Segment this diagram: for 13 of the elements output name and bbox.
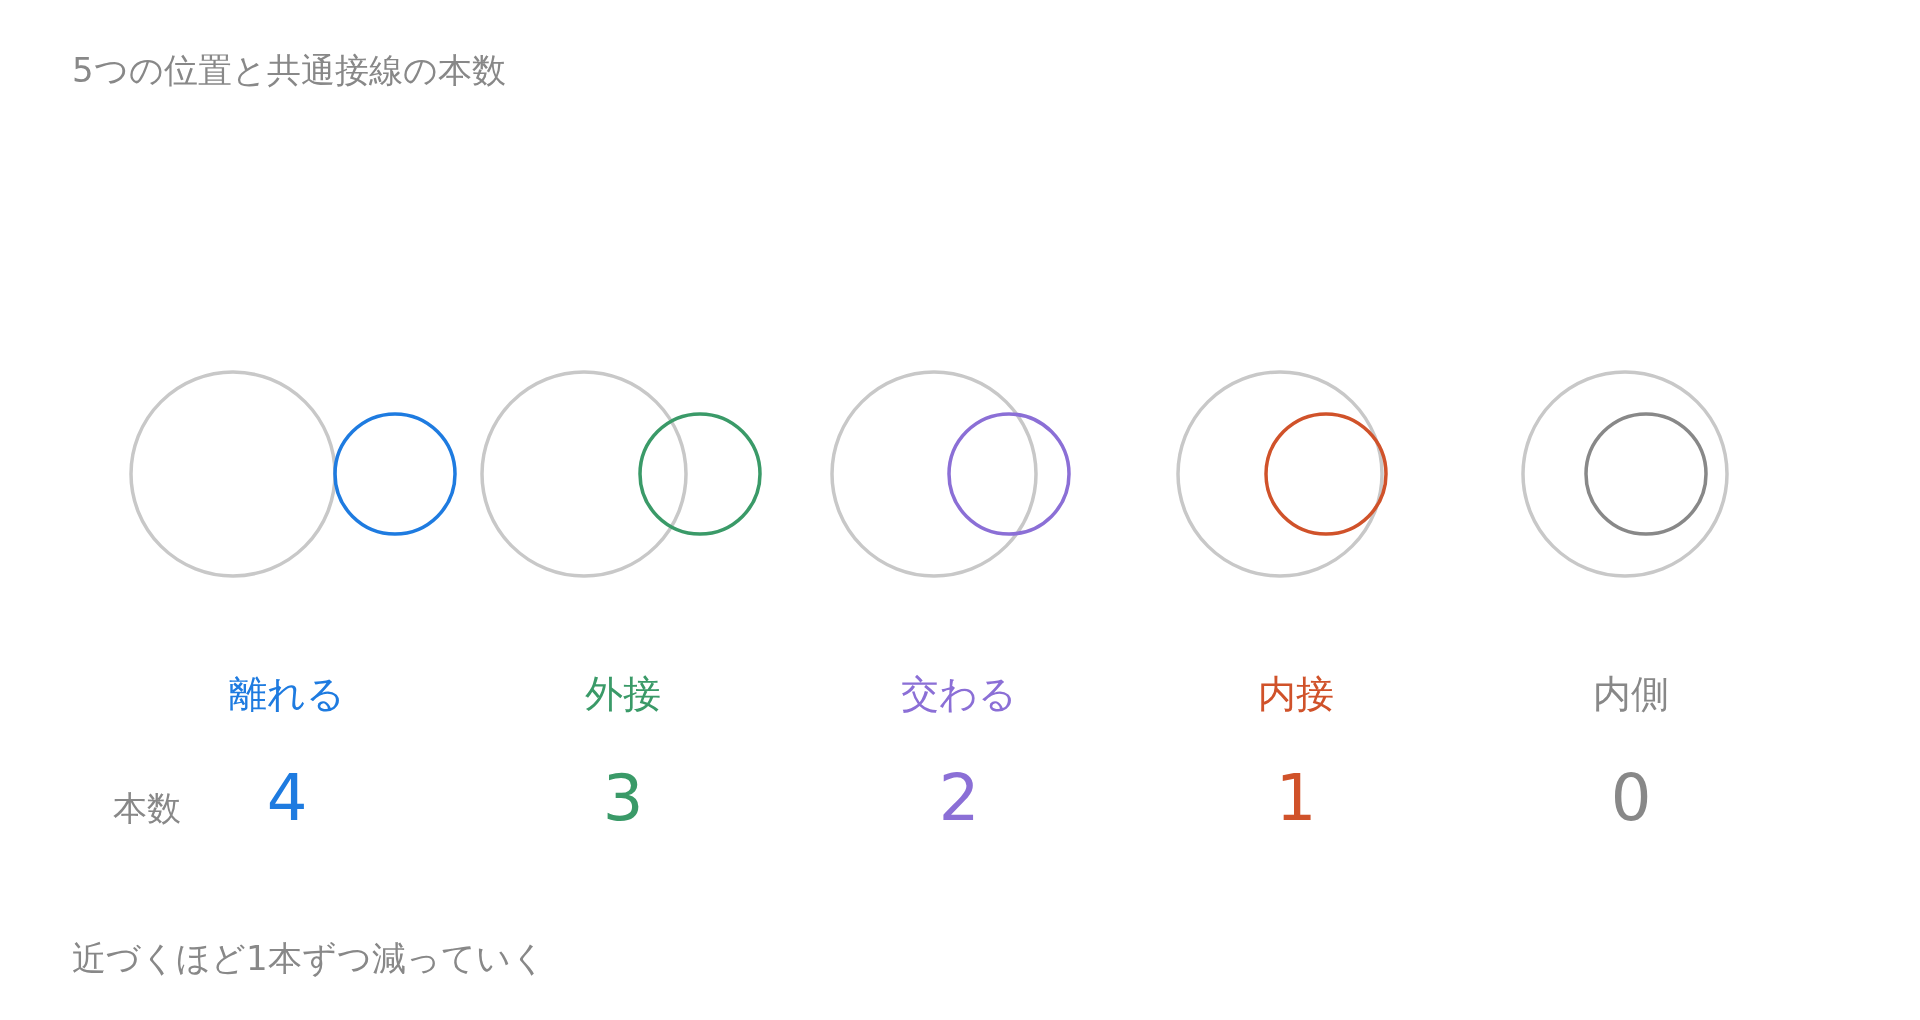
position-label: 交わる xyxy=(901,675,1017,713)
position-label: 内接 xyxy=(1258,675,1334,713)
count-number: 0 xyxy=(1610,766,1652,830)
position-label: 離れる xyxy=(229,675,345,713)
position-label: 内側 xyxy=(1593,675,1669,713)
caption: 近づくほど1本ずつ減っていく xyxy=(72,941,546,975)
count-number: 2 xyxy=(938,766,980,830)
title: 5つの位置と共通接線の本数 xyxy=(72,53,506,87)
count-number: 4 xyxy=(266,766,308,830)
row-label: 本数 xyxy=(113,791,181,825)
count-number: 3 xyxy=(602,766,644,830)
count-number: 1 xyxy=(1275,766,1317,830)
position-label: 外接 xyxy=(585,675,661,713)
